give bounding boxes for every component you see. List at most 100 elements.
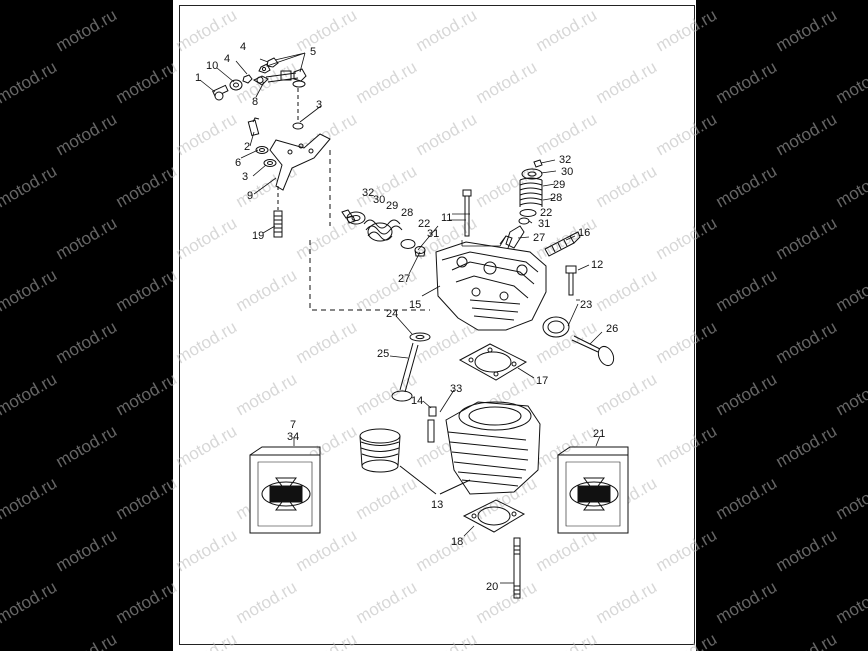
callout-2: 2 bbox=[244, 141, 250, 153]
watermark-text: motod.ru bbox=[653, 525, 721, 575]
watermark-text: motod.ru bbox=[0, 57, 60, 107]
watermark-text: motod.ru bbox=[173, 109, 241, 159]
guide-27-right bbox=[505, 225, 525, 249]
watermark-text: motod.ru bbox=[353, 473, 421, 523]
watermark-text: motod.ru bbox=[593, 0, 661, 3]
washer-6 bbox=[255, 146, 269, 154]
watermark-text: motod.ru bbox=[53, 213, 121, 263]
head-gasket-17 bbox=[458, 343, 528, 381]
callout-32: 32 bbox=[559, 154, 571, 166]
callout-25: 25 bbox=[377, 348, 389, 360]
watermark-text: motod.ru bbox=[0, 473, 60, 523]
watermark-text: motod.ru bbox=[593, 369, 661, 419]
callout-18: 18 bbox=[451, 536, 463, 548]
callout-9: 9 bbox=[247, 190, 253, 202]
watermark-text: motod.ru bbox=[413, 629, 481, 651]
watermark-text: motod.ru bbox=[413, 525, 481, 575]
watermark-text: motod.ru bbox=[473, 57, 541, 107]
watermark-text: motod.ru bbox=[53, 421, 121, 471]
watermark-text: motod.ru bbox=[413, 109, 481, 159]
watermark-text: motod.ru bbox=[713, 577, 781, 627]
watermark-text: motod.ru bbox=[773, 629, 841, 651]
watermark-text: motod.ru bbox=[233, 369, 301, 419]
watermark-text: motod.ru bbox=[773, 109, 841, 159]
stud-20 bbox=[513, 537, 521, 599]
washer-3-top bbox=[292, 122, 304, 130]
watermark-text: motod.ru bbox=[53, 317, 121, 367]
callout-30: 30 bbox=[373, 194, 385, 206]
callout-24: 24 bbox=[386, 308, 398, 320]
seat-22-left bbox=[400, 239, 416, 249]
watermark-text: motod.ru bbox=[533, 5, 601, 55]
watermark-text: motod.ru bbox=[833, 369, 868, 419]
spring-29-28-left bbox=[363, 219, 403, 242]
cylinder-13 bbox=[445, 401, 541, 495]
callout-1: 1 bbox=[195, 72, 201, 84]
watermark-text: motod.ru bbox=[53, 5, 121, 55]
watermark-text: motod.ru bbox=[113, 265, 181, 315]
callout-28: 28 bbox=[401, 207, 413, 219]
seal-23 bbox=[542, 316, 570, 338]
callout-27: 27 bbox=[533, 232, 545, 244]
callout-19: 19 bbox=[252, 230, 264, 242]
watermark-text: motod.ru bbox=[173, 629, 241, 651]
watermark-text: motod.ru bbox=[173, 317, 241, 367]
watermark-text: motod.ru bbox=[713, 265, 781, 315]
callout-27: 27 bbox=[398, 273, 410, 285]
watermark-text: motod.ru bbox=[713, 161, 781, 211]
callout-3: 3 bbox=[316, 99, 322, 111]
watermark-text: motod.ru bbox=[653, 421, 721, 471]
watermark-text: motod.ru bbox=[173, 5, 241, 55]
watermark-text: motod.ru bbox=[113, 369, 181, 419]
watermark-text: motod.ru bbox=[113, 0, 181, 3]
watermark-text: motod.ru bbox=[0, 369, 60, 419]
callout-30: 30 bbox=[561, 166, 573, 178]
callout-12: 12 bbox=[591, 259, 603, 271]
watermark-text: motod.ru bbox=[833, 577, 868, 627]
callout-22: 22 bbox=[540, 207, 552, 219]
callout-21: 21 bbox=[593, 428, 605, 440]
kit-box-21 bbox=[557, 446, 629, 534]
callout-13: 13 bbox=[431, 499, 443, 511]
watermark-text: motod.ru bbox=[233, 57, 301, 107]
watermark-text: motod.ru bbox=[773, 421, 841, 471]
watermark-text: motod.ru bbox=[593, 57, 661, 107]
callout-26: 26 bbox=[606, 323, 618, 335]
watermark-text: motod.ru bbox=[533, 629, 601, 651]
callout-4: 4 bbox=[240, 41, 246, 53]
spark-plug-16 bbox=[544, 231, 581, 257]
callout-5: 5 bbox=[310, 46, 316, 58]
callout-28: 28 bbox=[550, 192, 562, 204]
retainer-30-right bbox=[521, 168, 543, 180]
bolt-12 bbox=[565, 265, 577, 296]
seat-24 bbox=[409, 332, 431, 342]
callout-6: 6 bbox=[235, 157, 241, 169]
callout-33: 33 bbox=[450, 383, 462, 395]
watermark-text: motod.ru bbox=[593, 161, 661, 211]
watermark-text: motod.ru bbox=[113, 161, 181, 211]
watermark-text: motod.ru bbox=[173, 421, 241, 471]
locknut-5 bbox=[258, 63, 271, 74]
watermark-text: motod.ru bbox=[173, 525, 241, 575]
watermark-text: motod.ru bbox=[293, 213, 361, 263]
stud-19 bbox=[273, 210, 283, 238]
spring-29-28-right bbox=[519, 177, 543, 207]
callout-15: 15 bbox=[409, 299, 421, 311]
linkage-rod bbox=[265, 70, 299, 83]
bushing-10 bbox=[229, 79, 243, 91]
callout-31: 31 bbox=[538, 218, 550, 230]
watermark-text: motod.ru bbox=[0, 265, 60, 315]
watermark-text: motod.ru bbox=[833, 0, 868, 3]
parts-diagram-sheet bbox=[173, 0, 696, 651]
watermark-text: motod.ru bbox=[0, 161, 60, 211]
watermark-text: motod.ru bbox=[353, 577, 421, 627]
valve-26 bbox=[571, 335, 615, 367]
callout-16: 16 bbox=[578, 227, 590, 239]
seal-31-left bbox=[414, 246, 426, 257]
watermark-text: motod.ru bbox=[173, 213, 241, 263]
watermark-text: motod.ru bbox=[473, 0, 541, 3]
watermark-text: motod.ru bbox=[653, 629, 721, 651]
callout-7: 7 bbox=[290, 419, 296, 431]
dowel-14 bbox=[428, 406, 437, 417]
